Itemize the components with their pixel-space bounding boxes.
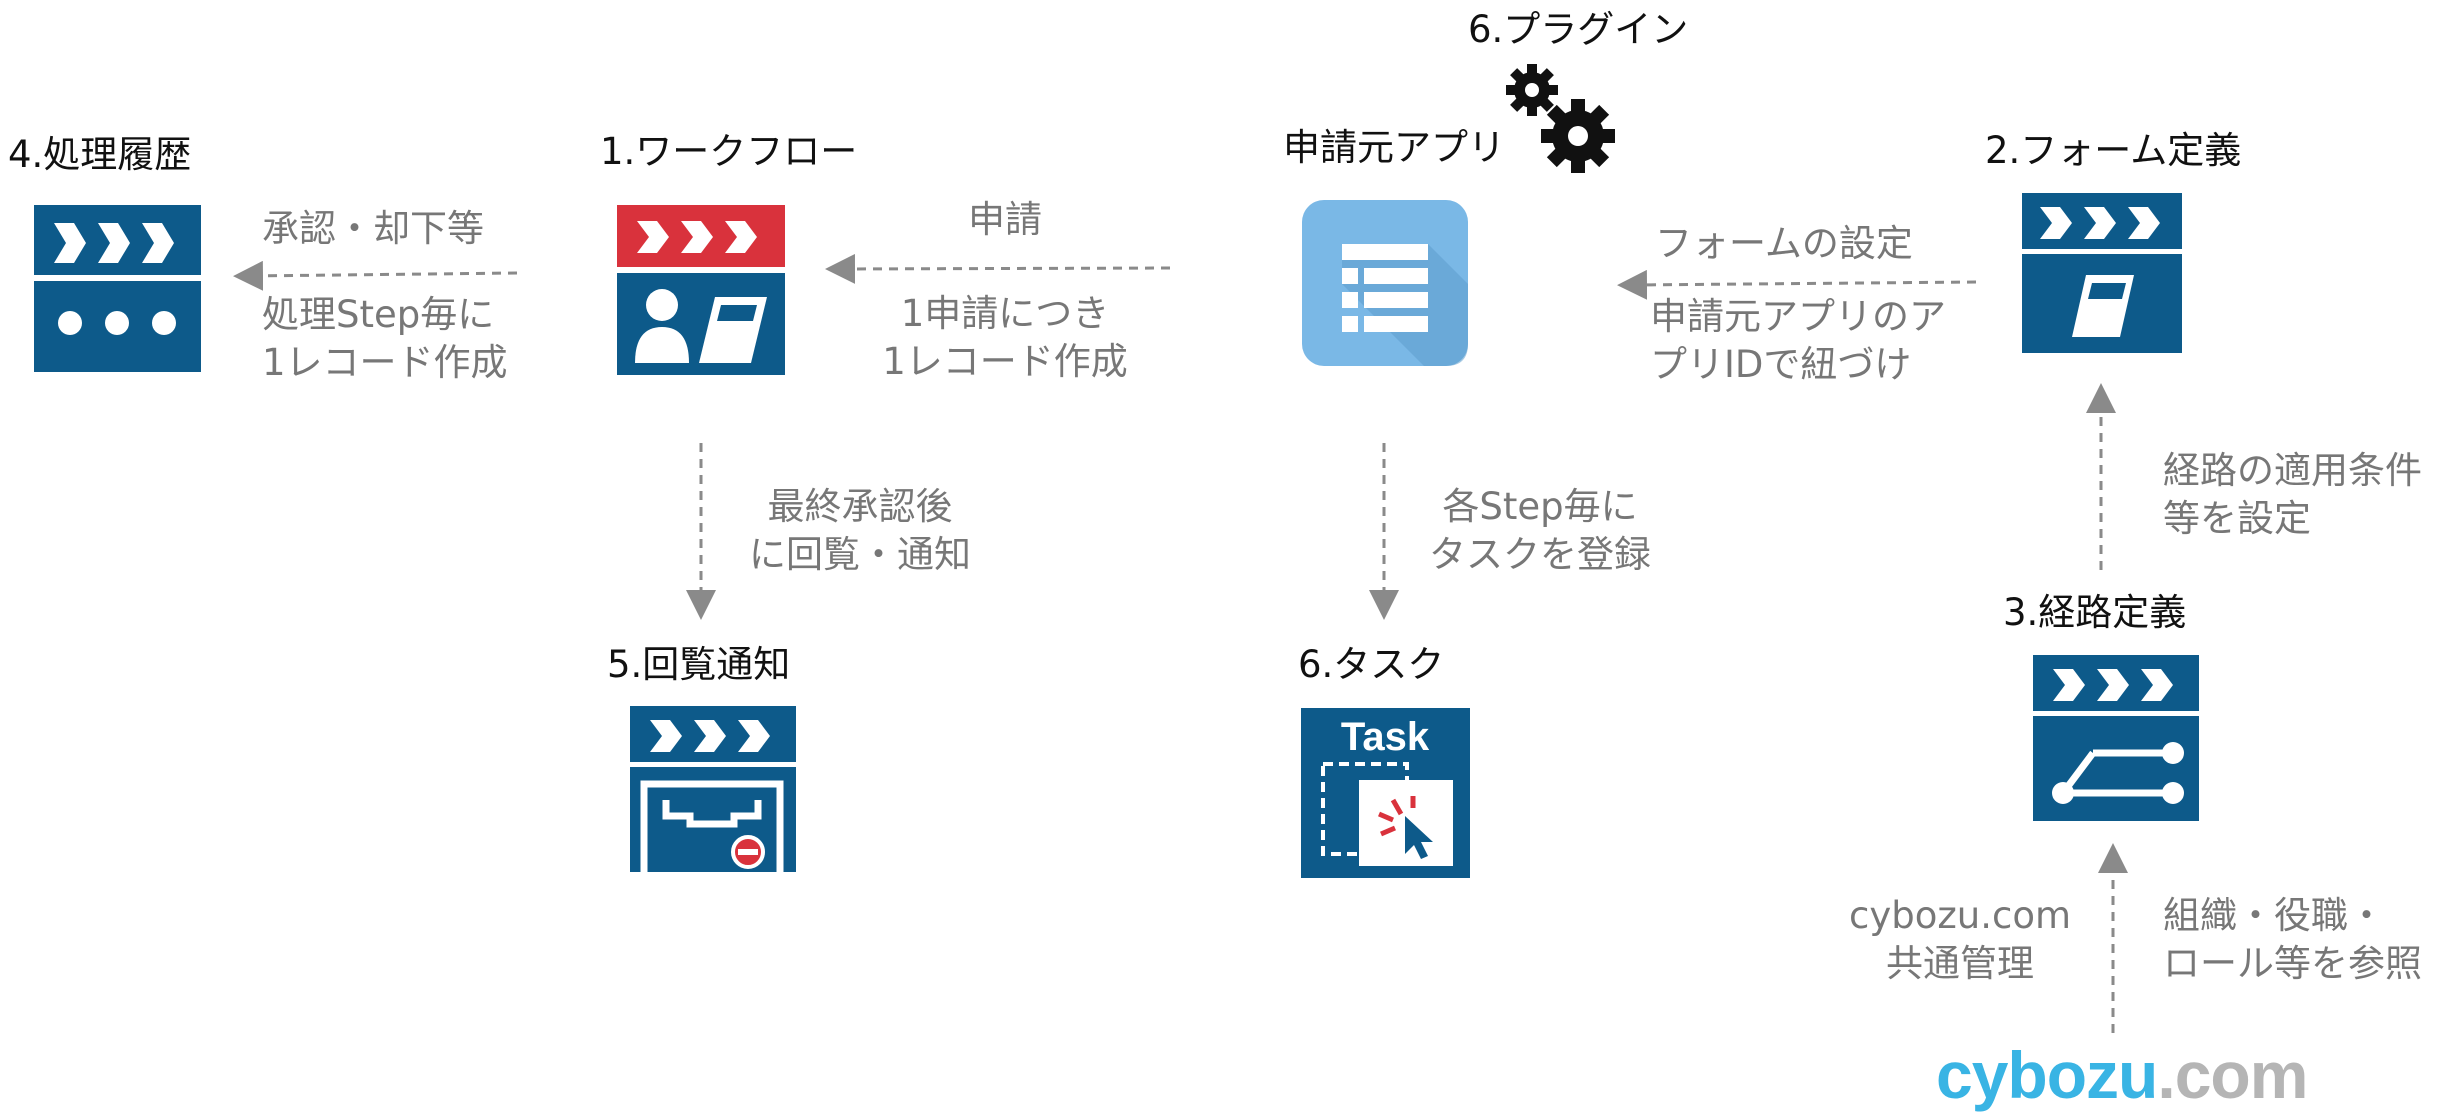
history-icon	[34, 205, 201, 372]
arrow-approve	[233, 260, 518, 291]
approve-line1: 承認・却下等	[262, 207, 484, 250]
task-reg-line1: 各Step毎に	[1442, 485, 1638, 528]
final-line1: 最終承認後	[767, 485, 953, 528]
common-line1: cybozu.com	[1848, 894, 2072, 937]
source-app-title: 申請元アプリ	[1283, 126, 1505, 169]
cybozu-logo-part2: .com	[2157, 1038, 2308, 1112]
app-icon	[1302, 200, 1468, 366]
route-title: 3.経路定義	[2003, 591, 2187, 634]
form-setting-label: フォームの設定 申請元アプリのア プリIDで紐づけ	[1650, 220, 1946, 389]
route-icon	[2033, 655, 2199, 821]
apply-label: 申請 1申請につき 1レコード作成	[855, 196, 1155, 386]
form-setting-line1: フォームの設定	[1655, 222, 1913, 265]
final-line2: に回覧・通知	[749, 533, 971, 577]
route-cond-line2: 等を設定	[2163, 497, 2311, 541]
task-reg-label: 各Step毎に タスクを登録	[1410, 483, 1670, 579]
final-label: 最終承認後 に回覧・通知	[735, 483, 985, 579]
notify-title: 5.回覧通知	[607, 643, 791, 686]
cybozu-logo-part1: cybozu	[1936, 1038, 2158, 1112]
route-cond-line1: 経路の適用条件	[2163, 449, 2422, 492]
apply-line1: 申請	[968, 198, 1042, 241]
common-label: cybozu.com 共通管理	[1820, 892, 2100, 988]
task-icon: Task	[1301, 708, 1470, 878]
apply-line3: 1レコード作成	[882, 340, 1128, 384]
org-line1: 組織・役職・	[2163, 894, 2385, 937]
apply-line2: 1申請につき	[900, 292, 1110, 336]
notify-icon	[630, 706, 796, 872]
plugin-title: 6.プラグイン	[1468, 8, 1689, 51]
arrow-apply	[825, 253, 1171, 284]
task-reg-line2: タスクを登録	[1429, 533, 1651, 577]
form-title: 2.フォーム定義	[1985, 129, 2242, 172]
org-line2: ロール等を参照	[2163, 942, 2422, 986]
workflow-icon	[617, 205, 785, 375]
form-icon	[2022, 193, 2182, 353]
form-setting-line2: 申請元アプリのア	[1650, 295, 1946, 339]
task-icon-text: Task	[1341, 715, 1430, 759]
history-title: 4.処理履歴	[8, 133, 192, 176]
workflow-title: 1.ワークフロー	[600, 130, 858, 173]
approve-label: 承認・却下等 処理Step毎に 1レコード作成	[262, 205, 508, 387]
cybozu-logo: cybozu.com	[1936, 1042, 2308, 1108]
gear-icon	[1500, 56, 1620, 176]
common-line2: 共通管理	[1886, 942, 2034, 986]
route-cond-label: 経路の適用条件 等を設定	[2163, 447, 2422, 543]
approve-line2: 処理Step毎に	[262, 293, 495, 337]
task-title: 6.タスク	[1298, 643, 1445, 686]
org-label: 組織・役職・ ロール等を参照	[2163, 892, 2422, 988]
form-setting-line3: プリIDで紐づけ	[1650, 343, 1912, 387]
approve-line3: 1レコード作成	[262, 341, 508, 385]
